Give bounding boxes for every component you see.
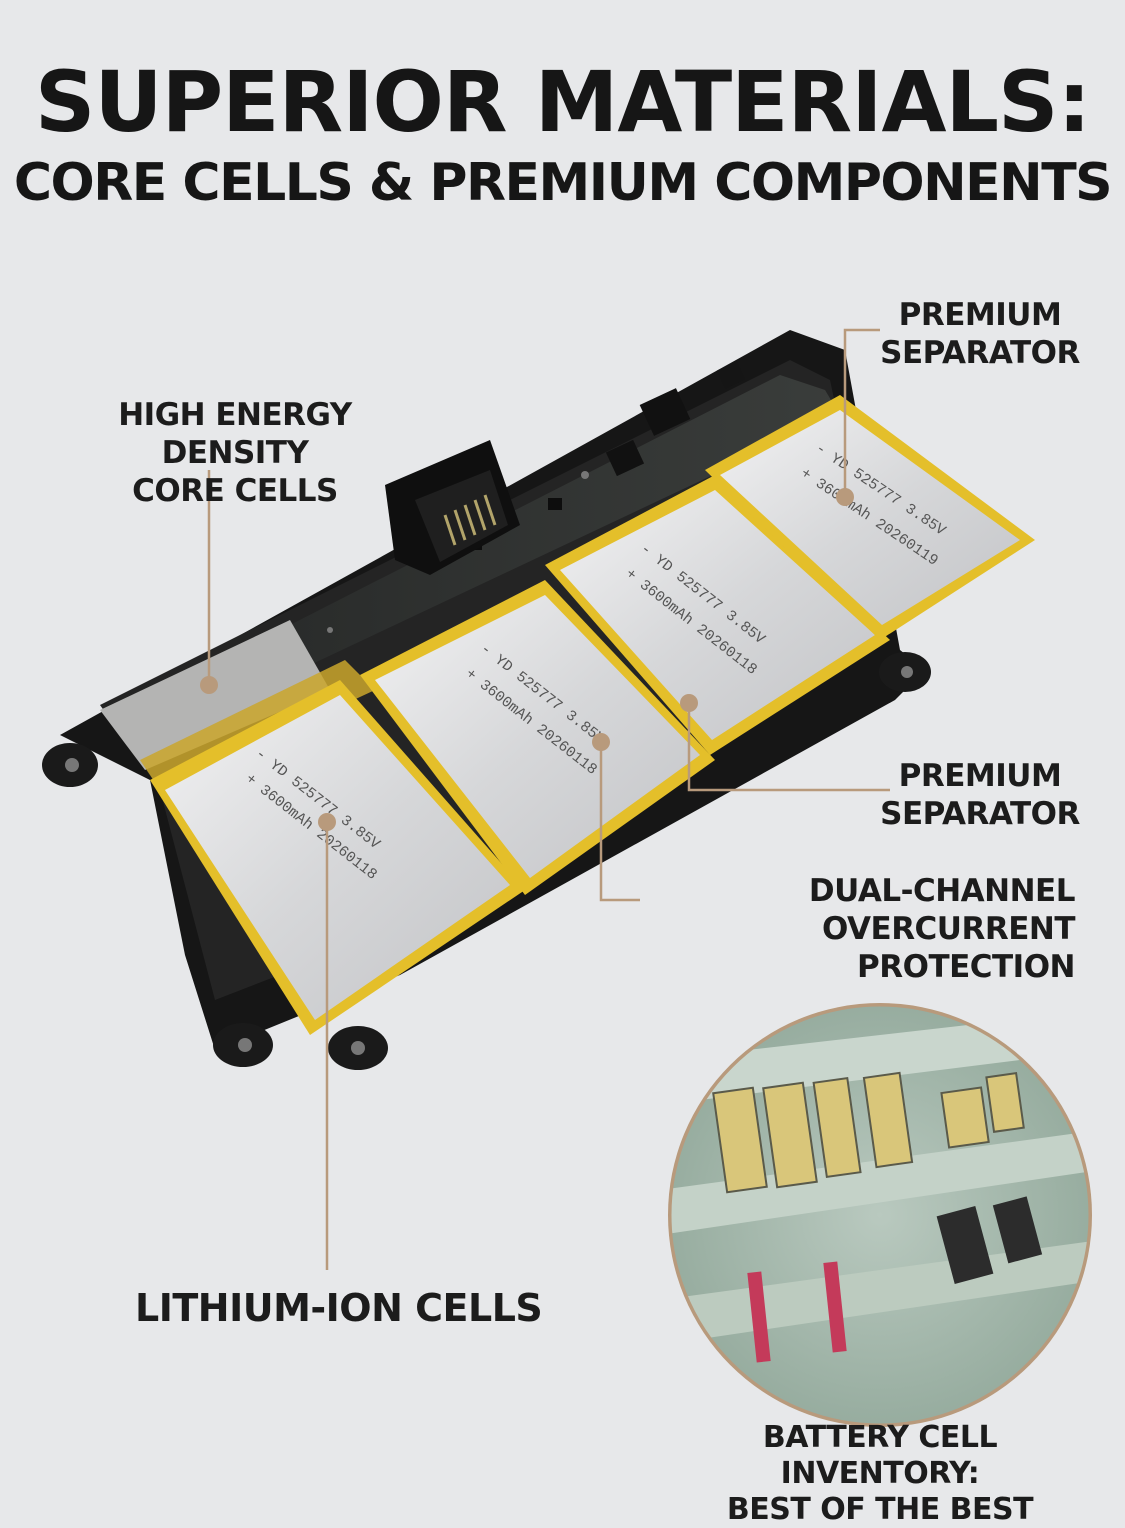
callout-line: HIGH ENERGY DENSITY	[118, 397, 352, 471]
battery-cell	[545, 475, 890, 755]
callout-line: BATTERY CELL INVENTORY:	[762, 1420, 998, 1491]
callout-line: OVERCURRENT PROTECTION	[822, 911, 1076, 985]
pcb-board	[290, 361, 840, 665]
callout-dot	[592, 733, 610, 751]
callout-line: DUAL-CHANNEL	[808, 873, 1076, 909]
inventory-photo	[668, 1003, 1092, 1427]
callout-dot	[836, 488, 854, 506]
shield-plate	[100, 620, 330, 770]
leader-lines	[207, 328, 890, 1270]
callout-line: PREMIUM	[898, 758, 1062, 794]
callout-high-energy: HIGH ENERGY DENSITY CORE CELLS	[55, 396, 415, 510]
callout-line: SEPARATOR	[880, 796, 1080, 832]
callout-dot	[680, 694, 698, 712]
callout-line: LITHIUM-ION CELLS	[135, 1286, 543, 1330]
connector	[385, 440, 520, 575]
callout-overcurrent: DUAL-CHANNEL OVERCURRENT PROTECTION	[630, 872, 1076, 986]
battery-cell	[150, 680, 525, 1035]
battery-cell	[360, 580, 715, 895]
callout-separator-mid: PREMIUM SEPARATOR	[880, 757, 1080, 833]
callout-inventory: BATTERY CELL INVENTORY: BEST OF THE BEST	[660, 1420, 1100, 1528]
callout-line: BEST OF THE BEST	[726, 1492, 1034, 1527]
callout-line: CORE CELLS	[132, 473, 338, 509]
callout-dot	[318, 813, 336, 831]
callout-line: SEPARATOR	[880, 335, 1080, 371]
callout-separator-top: PREMIUM SEPARATOR	[880, 296, 1080, 372]
headline: SUPERIOR MATERIALS:	[34, 53, 1091, 151]
callout-line: PREMIUM	[898, 297, 1062, 333]
subheadline: CORE CELLS & PREMIUM COMPONENTS	[13, 153, 1113, 213]
battery-cell	[705, 395, 1035, 640]
callout-lithium: LITHIUM-ION CELLS	[135, 1285, 555, 1331]
callout-dot	[200, 676, 218, 694]
